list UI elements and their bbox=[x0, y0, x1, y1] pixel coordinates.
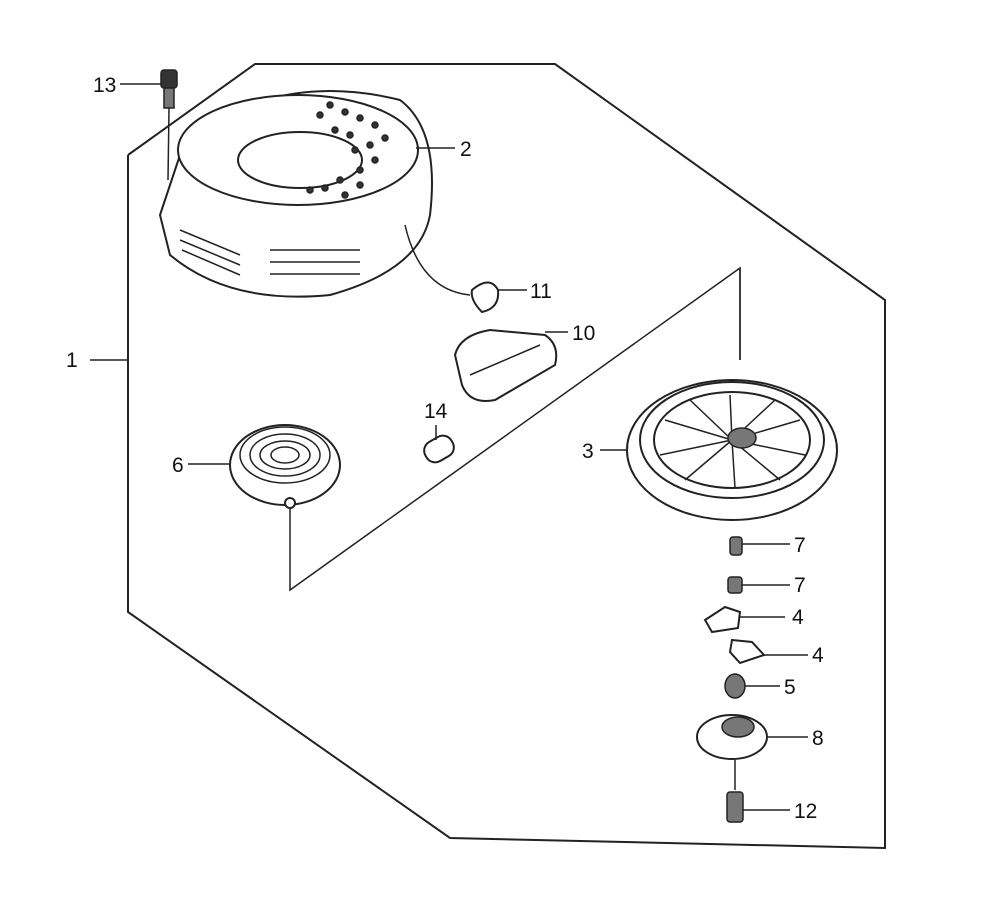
callout-12: 12 bbox=[794, 800, 817, 823]
leader-lines bbox=[90, 83, 808, 811]
starter-case-cover bbox=[158, 90, 471, 298]
starter-grip bbox=[453, 328, 558, 402]
callout-3: 3 bbox=[582, 440, 594, 463]
starter-pulley bbox=[626, 379, 838, 521]
recoil-spring bbox=[229, 424, 341, 509]
callout-7a: 7 bbox=[794, 534, 806, 557]
callout-8: 8 bbox=[812, 727, 824, 750]
rope-grommet bbox=[423, 434, 455, 464]
pawl-spring-upper bbox=[729, 536, 743, 556]
callout-10: 10 bbox=[572, 322, 595, 345]
pawl-spring-lower bbox=[727, 576, 743, 594]
callout-7b: 7 bbox=[794, 574, 806, 597]
callout-1: 1 bbox=[66, 349, 78, 372]
callout-5: 5 bbox=[784, 676, 796, 699]
callout-13: 13 bbox=[93, 74, 116, 97]
rope-guide bbox=[470, 281, 500, 314]
callout-11: 11 bbox=[530, 280, 552, 303]
friction-spring bbox=[724, 673, 746, 699]
callout-14: 14 bbox=[424, 400, 448, 423]
callout-4b: 4 bbox=[812, 644, 824, 667]
callout-4a: 4 bbox=[792, 606, 804, 629]
setting-bolt bbox=[726, 760, 744, 823]
callouts: 1 2 3 4 4 5 6 7 7 8 10 11 12 13 14 bbox=[66, 74, 824, 823]
ratchet-pawl-upper bbox=[703, 605, 742, 634]
ratchet-pawl-lower bbox=[728, 638, 766, 665]
flange-bolt bbox=[160, 69, 178, 181]
callout-2: 2 bbox=[460, 138, 472, 161]
assembly-boundary bbox=[127, 63, 886, 850]
friction-plate bbox=[696, 714, 768, 760]
callout-6: 6 bbox=[172, 454, 184, 477]
